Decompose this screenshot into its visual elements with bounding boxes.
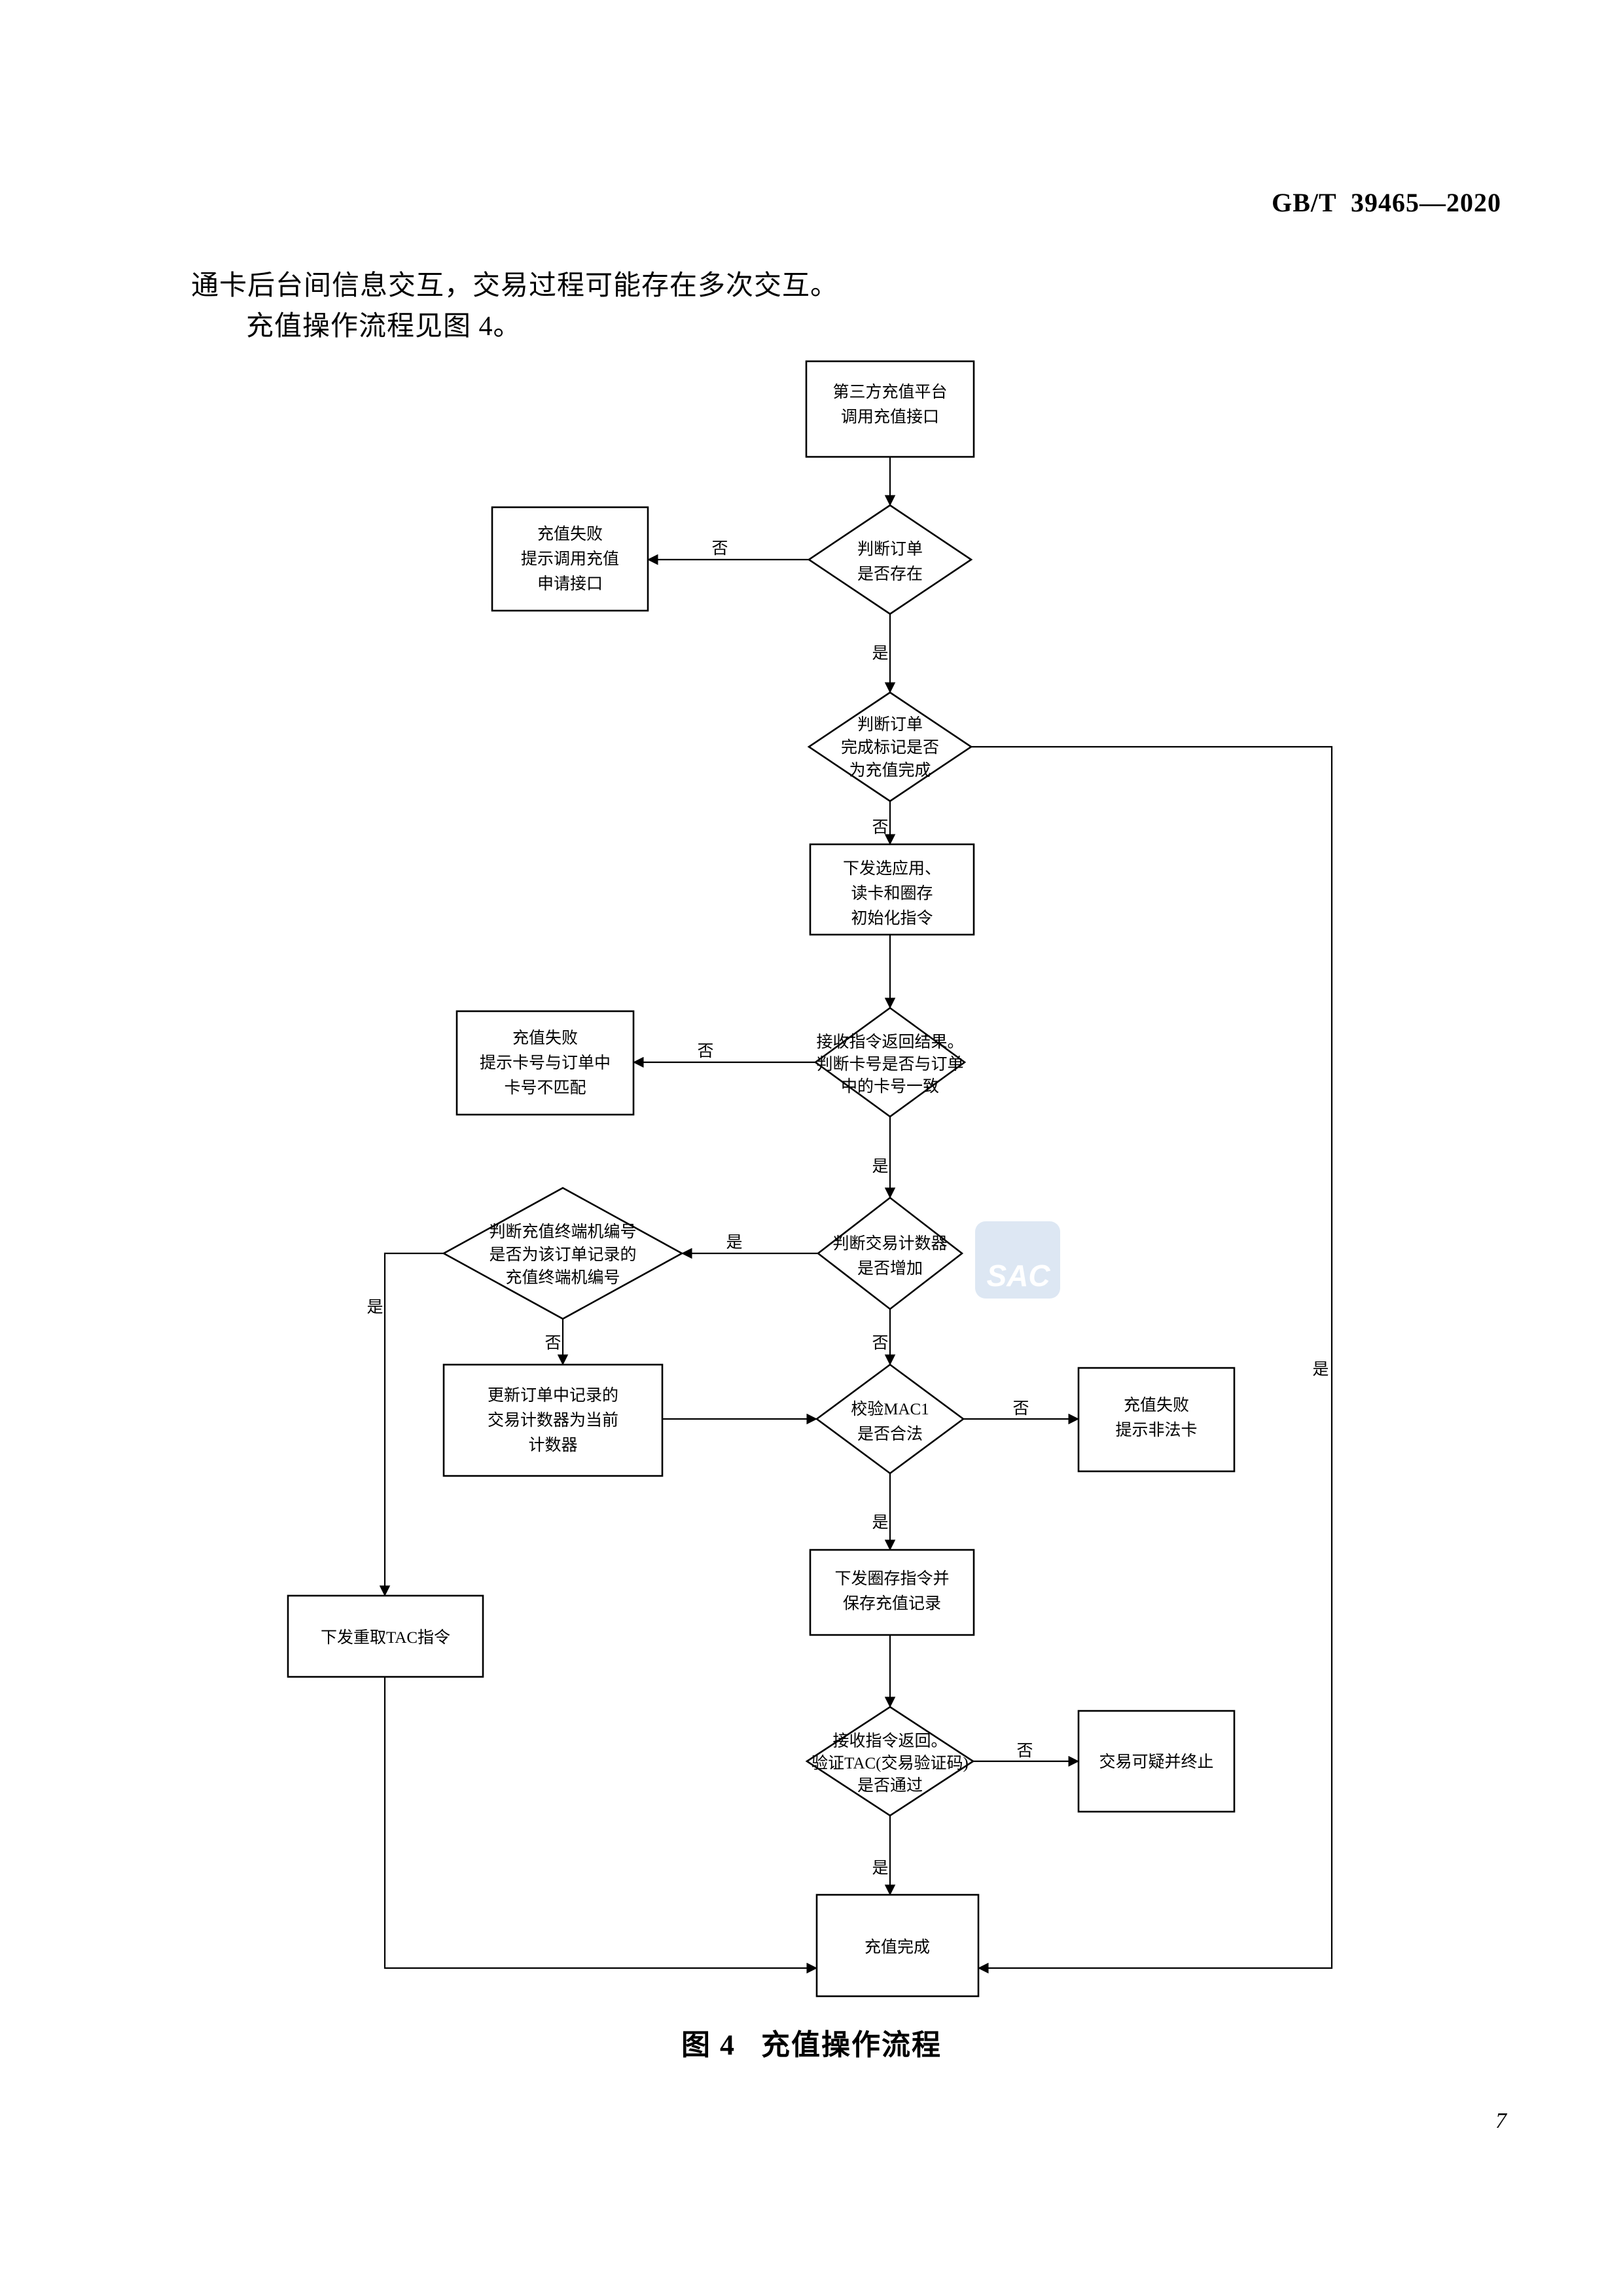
node-transaction-suspicious: 交易可疑并终止 [1077, 1710, 1236, 1813]
body-paragraph-2: 充值操作流程见图 4。 [246, 312, 522, 342]
node-fail-illegal-card: 充值失败 提示非法卡 [1077, 1367, 1236, 1473]
node-card-match-line-1: 接收指令返回结果。 [816, 1033, 963, 1051]
node-fail-card-line-2: 提示卡号与订单中 [480, 1054, 611, 1072]
node-counter-increase-decision: 判断交易计数器 是否增加 [816, 1196, 964, 1310]
edge-order-finished-yes-return [971, 745, 1333, 1974]
node-tac-verify-decision: 接收指令返回。 验证TAC(交易验证码) 是否通过 [805, 1706, 975, 1817]
node-order-exists-line-2: 是否存在 [857, 565, 923, 583]
edge-label-counter-no: 否 [872, 1335, 888, 1352]
node-tac-line-3: 是否通过 [857, 1776, 923, 1795]
edge-label-mac1-no: 否 [1012, 1400, 1029, 1418]
edge-label-card-match-yes: 是 [872, 1158, 888, 1175]
edge-terminal-yes [379, 1252, 444, 1596]
node-update-line-1: 更新订单中记录的 [488, 1386, 618, 1405]
edge-label-mac1-yes: 是 [872, 1514, 888, 1532]
flow-edge-labels: 否 是 是 否 否 是 是 否 否 是 否 是 否 是 [366, 540, 1329, 1877]
edge-label-order-finished-no: 否 [872, 819, 888, 836]
node-start-line-1: 第三方充值平台 [832, 383, 947, 401]
node-counter-line-2: 是否增加 [857, 1259, 923, 1278]
node-done-line-1: 充值完成 [865, 1938, 930, 1956]
edge-label-order-finished-yes: 是 [1312, 1361, 1329, 1378]
page-number: 7 [1495, 2109, 1507, 2133]
node-update-counter: 更新订单中记录的 交易计数器为当前 计数器 [442, 1363, 664, 1477]
node-card-match-decision: 接收指令返回结果。 判断卡号是否与订单 中的卡号一致 [813, 1007, 967, 1118]
node-send-load-command: 下发圈存指令并 保存充值记录 [809, 1549, 975, 1636]
node-update-line-2: 交易计数器为当前 [488, 1411, 618, 1429]
node-tac-line-2: 验证TAC(交易验证码) [812, 1754, 969, 1772]
node-start: 第三方充值平台 调用充值接口 [805, 360, 975, 458]
watermark-text: SAC [986, 1259, 1050, 1293]
node-terminal-line-2: 是否为该订单记录的 [489, 1246, 636, 1264]
node-order-finished-line-1: 判断订单 [857, 715, 923, 734]
edge-resend-tac-to-done [383, 1651, 817, 1974]
edge-label-terminal-yes: 是 [366, 1299, 383, 1316]
node-card-match-line-2: 判断卡号是否与订单 [816, 1055, 963, 1073]
sac-watermark: SAC [975, 1221, 1060, 1299]
node-tac-line-1: 接收指令返回。 [832, 1732, 947, 1750]
edge-label-card-match-no: 否 [697, 1043, 713, 1060]
node-mac1-decision: 校验MAC1 是否合法 [815, 1363, 965, 1475]
node-order-exists-line-1: 判断订单 [857, 540, 923, 558]
node-send-load-line-1: 下发圈存指令并 [834, 1570, 949, 1588]
node-recharge-complete: 充值完成 [815, 1893, 980, 1998]
figure-caption: 图 4 充值操作流程 [681, 2029, 942, 2061]
node-suspicious-line-1: 交易可疑并终止 [1099, 1753, 1213, 1771]
node-resend-tac-line-1: 下发重取TAC指令 [321, 1628, 450, 1647]
node-start-line-2: 调用充值接口 [841, 408, 939, 426]
node-fail-call-line-3: 申请接口 [537, 575, 603, 593]
node-send-load-line-2: 保存充值记录 [843, 1594, 941, 1613]
node-fail-card-mismatch: 充值失败 提示卡号与订单中 卡号不匹配 [455, 1010, 635, 1116]
node-send-init-command: 下发选应用、 读卡和圈存 初始化指令 [809, 843, 975, 936]
node-fail-card-line-3: 卡号不匹配 [504, 1079, 586, 1097]
edge-label-tac-no: 否 [1016, 1742, 1033, 1760]
node-send-init-line-1: 下发选应用、 [843, 859, 941, 878]
edge-label-order-exists-yes: 是 [872, 645, 888, 662]
node-send-init-line-2: 读卡和圈存 [851, 884, 933, 903]
edge-label-counter-yes: 是 [726, 1234, 742, 1251]
node-counter-line-1: 判断交易计数器 [832, 1234, 947, 1253]
body-paragraph-1: 通卡后台间信息交互，交易过程可能存在多次交互。 [191, 271, 839, 301]
node-update-line-3: 计数器 [528, 1436, 577, 1454]
node-fail-call-apply: 充值失败 提示调用充值 申请接口 [491, 506, 649, 612]
node-card-match-line-3: 中的卡号一致 [841, 1077, 939, 1096]
node-resend-tac-command: 下发重取TAC指令 [287, 1594, 484, 1678]
edge-label-order-exists-no: 否 [711, 540, 728, 558]
node-mac1-line-1: 校验MAC1 [851, 1400, 929, 1418]
node-fail-card-line-1: 充值失败 [512, 1029, 578, 1047]
edge-label-tac-yes: 是 [872, 1859, 888, 1877]
node-mac1-line-2: 是否合法 [857, 1425, 923, 1443]
node-illegal-line-2: 提示非法卡 [1115, 1421, 1197, 1439]
edge-label-terminal-no: 否 [544, 1335, 561, 1352]
node-order-exists-decision: 判断订单 是否存在 [807, 504, 973, 615]
node-terminal-line-3: 充值终端机编号 [505, 1268, 620, 1287]
node-order-finished-line-3: 为充值完成 [849, 761, 931, 780]
node-fail-call-line-2: 提示调用充值 [521, 550, 619, 568]
node-send-init-line-3: 初始化指令 [851, 909, 933, 927]
node-terminal-line-1: 判断充值终端机编号 [489, 1223, 636, 1241]
node-order-finished-line-2: 完成标记是否 [841, 738, 939, 757]
node-order-finished-decision: 判断订单 完成标记是否 为充值完成 [807, 691, 973, 802]
running-header: GB/T 39465—2020 [1272, 188, 1501, 217]
node-illegal-line-1: 充值失败 [1124, 1396, 1189, 1414]
node-fail-call-line-1: 充值失败 [537, 525, 603, 543]
node-terminal-number-decision: 判断充值终端机编号 是否为该订单记录的 充值终端机编号 [442, 1187, 684, 1320]
